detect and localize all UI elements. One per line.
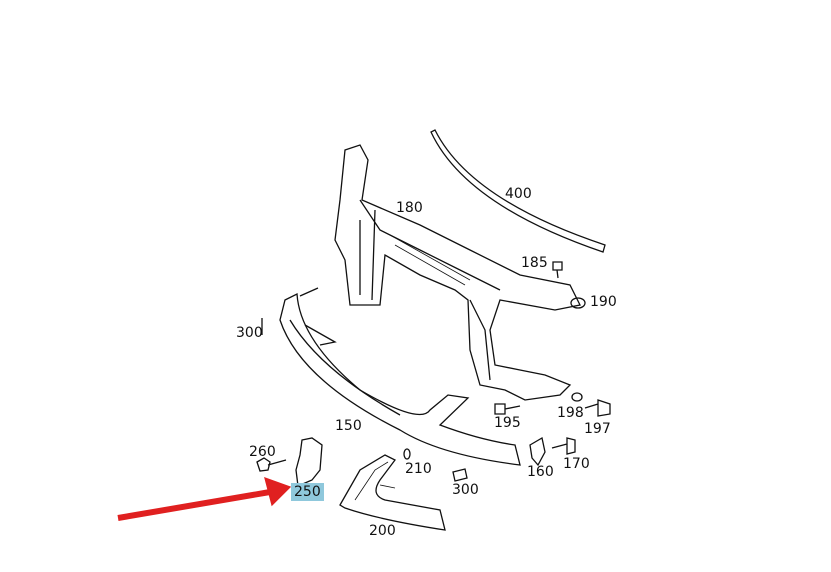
label-300-pad: 300 xyxy=(452,482,479,498)
label-190: 190 xyxy=(590,294,617,310)
part-200-trim xyxy=(339,454,446,531)
part-250-bracket xyxy=(295,437,323,487)
label-210: 210 xyxy=(405,461,432,477)
label-170: 170 xyxy=(563,456,590,472)
part-185-bolt xyxy=(552,261,563,279)
part-195-bolt xyxy=(494,403,521,415)
label-197: 197 xyxy=(584,421,611,437)
part-170-screw xyxy=(551,437,576,455)
part-210-plug xyxy=(403,448,411,460)
label-195: 195 xyxy=(494,415,521,431)
label-250-highlighted: 250 xyxy=(291,483,324,501)
part-150-spoiler xyxy=(279,292,521,466)
label-260: 260 xyxy=(249,444,276,460)
label-150: 150 xyxy=(335,418,362,434)
part-260-screw xyxy=(256,457,287,472)
red-arrow xyxy=(117,489,271,521)
part-198-washer xyxy=(571,392,583,402)
label-198: 198 xyxy=(557,405,584,421)
label-160: 160 xyxy=(527,464,554,480)
part-160-clip xyxy=(529,436,546,467)
label-400: 400 xyxy=(505,186,532,202)
part-300-pad xyxy=(452,468,468,482)
part-180-front-frame xyxy=(334,144,581,401)
red-arrow-head xyxy=(264,476,292,507)
part-400-seal-strip xyxy=(430,129,606,253)
label-180: 180 xyxy=(396,200,423,216)
part-197-bolt xyxy=(584,399,611,417)
label-300-clip: 300 xyxy=(236,325,263,341)
part-190-nut xyxy=(570,297,586,309)
label-200: 200 xyxy=(369,523,396,539)
label-185: 185 xyxy=(521,255,548,271)
